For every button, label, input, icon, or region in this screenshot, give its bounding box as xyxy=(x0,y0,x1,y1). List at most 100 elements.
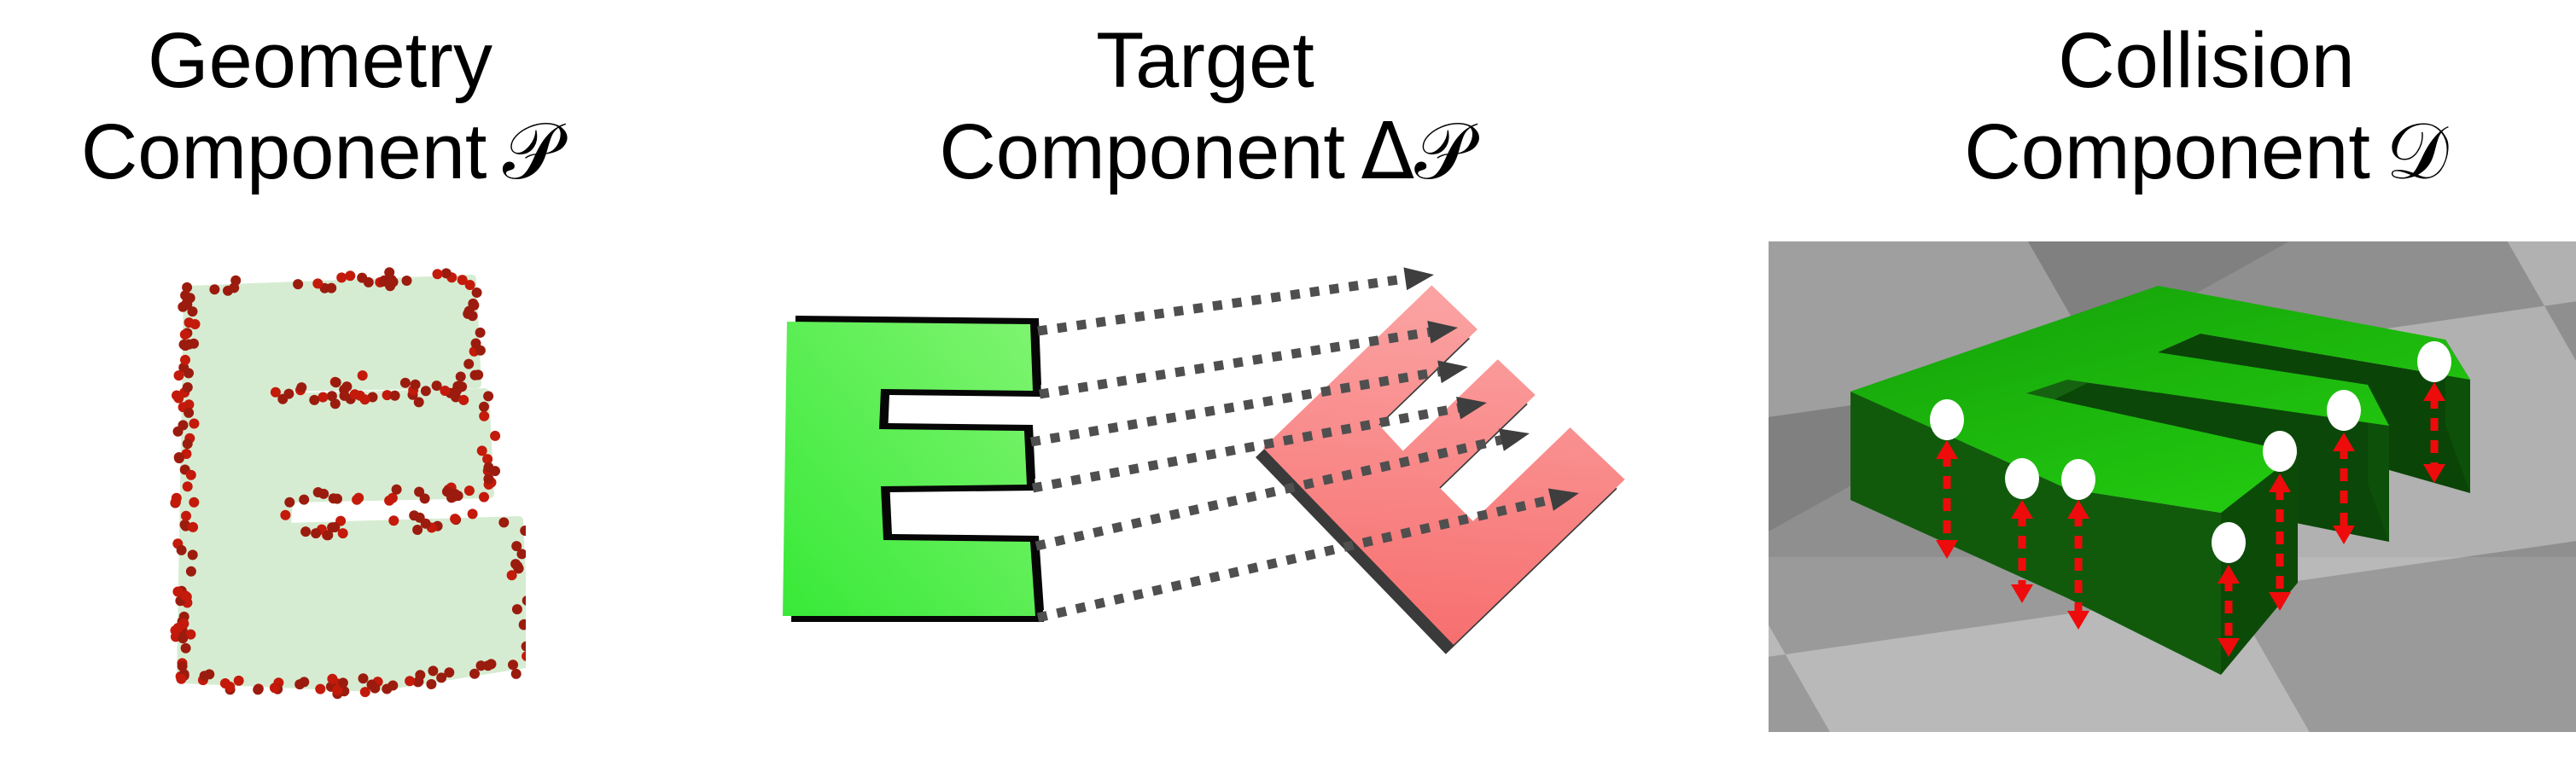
sample-point xyxy=(412,525,423,535)
sample-point xyxy=(440,268,452,279)
sample-point xyxy=(464,280,475,290)
sample-point xyxy=(181,510,191,521)
sample-point xyxy=(482,660,493,671)
sample-point xyxy=(180,590,191,601)
sample-point xyxy=(182,282,193,293)
target-deformation-figure xyxy=(783,267,1625,654)
sample-point xyxy=(329,398,341,410)
sample-point xyxy=(358,673,369,684)
sample-point xyxy=(458,394,469,405)
sample-point xyxy=(173,392,184,404)
contact-sphere xyxy=(1930,399,1964,440)
sample-point xyxy=(345,270,356,282)
sample-point xyxy=(522,651,526,661)
sample-point xyxy=(312,487,323,497)
sample-point xyxy=(469,668,480,679)
title-line-1: Collision xyxy=(2058,17,2355,104)
sample-point xyxy=(479,401,489,412)
sample-point xyxy=(399,377,411,388)
sample-point xyxy=(180,642,191,654)
down-arrowhead-icon xyxy=(2218,638,2240,657)
sample-point xyxy=(522,595,526,606)
sample-point xyxy=(405,676,416,687)
sample-point xyxy=(185,629,196,640)
sample-point xyxy=(475,327,486,338)
sample-point xyxy=(341,381,353,392)
sample-point xyxy=(323,530,334,541)
sample-point xyxy=(512,561,523,572)
sample-point xyxy=(294,679,306,690)
sample-point xyxy=(479,491,489,502)
sample-point xyxy=(318,392,329,403)
sample-point xyxy=(516,549,526,560)
sample-point xyxy=(189,497,200,508)
sample-point xyxy=(330,377,341,388)
correspondence-arrowhead-icon xyxy=(1547,488,1579,511)
sample-point xyxy=(463,358,475,369)
sample-point xyxy=(420,386,431,397)
sample-point xyxy=(178,633,189,644)
sample-point xyxy=(339,390,350,401)
title-word: Component xyxy=(80,107,487,195)
sample-point xyxy=(388,515,399,526)
sample-point xyxy=(508,659,518,671)
sample-point xyxy=(359,687,370,698)
geometry-point-cloud-figure xyxy=(170,267,526,700)
up-arrowhead-icon xyxy=(2067,500,2089,519)
sample-point xyxy=(172,586,184,597)
correspondence-arrowhead-icon xyxy=(1437,360,1468,384)
sample-point xyxy=(378,276,389,287)
up-arrowhead-icon xyxy=(2269,473,2291,492)
sample-point xyxy=(189,319,201,329)
down-arrowhead-icon xyxy=(2067,611,2089,630)
sample-point xyxy=(180,354,190,365)
title-line-1: Target xyxy=(1096,17,1314,104)
up-arrowhead-icon xyxy=(1936,440,1958,459)
sample-point xyxy=(520,526,526,536)
sample-point xyxy=(300,526,312,537)
sample-point xyxy=(178,420,189,431)
sample-point xyxy=(450,514,461,525)
correspondence-arrowhead-icon xyxy=(1403,267,1434,291)
sample-point xyxy=(187,549,198,561)
sample-point xyxy=(414,486,425,497)
up-arrowhead-icon xyxy=(2011,500,2033,519)
title-word: Component xyxy=(1964,107,2370,195)
correspondence-dotted-line xyxy=(1039,325,1442,399)
sample-point xyxy=(490,430,501,441)
sample-point xyxy=(387,492,398,503)
sample-point xyxy=(518,619,526,630)
sample-point xyxy=(182,382,193,392)
correspondence-dotted-line xyxy=(1031,401,1471,493)
sample-point xyxy=(326,391,337,402)
sample-point xyxy=(233,675,244,686)
sample-point xyxy=(315,683,326,694)
down-arrowhead-icon xyxy=(2423,464,2445,483)
sample-point xyxy=(253,684,264,695)
sample-point xyxy=(471,288,482,298)
floor-tile xyxy=(2228,527,2576,732)
sample-point xyxy=(296,382,307,393)
correspondence-dotted-line xyxy=(1034,433,1514,551)
sample-point xyxy=(269,683,280,694)
sample-point xyxy=(382,390,393,401)
sample-point xyxy=(463,485,475,497)
sample-point xyxy=(283,388,294,399)
up-arrowhead-icon xyxy=(2333,433,2355,451)
pink-e-shape xyxy=(1263,285,1625,645)
collision-render-figure xyxy=(1769,241,2576,732)
sample-point xyxy=(457,275,468,286)
sample-point xyxy=(337,528,348,539)
math-symbol-D: 𝒟 xyxy=(2386,105,2449,197)
contact-sphere xyxy=(2327,390,2361,431)
correspondence-dotted-line xyxy=(1030,365,1452,447)
floor-tile xyxy=(1769,654,1913,732)
title-line-1: Geometry xyxy=(148,17,492,104)
sample-point xyxy=(336,272,347,283)
sample-point xyxy=(309,394,320,405)
sample-point xyxy=(469,369,481,380)
sample-point xyxy=(483,462,494,473)
correspondence-dotted-line xyxy=(1037,272,1418,336)
